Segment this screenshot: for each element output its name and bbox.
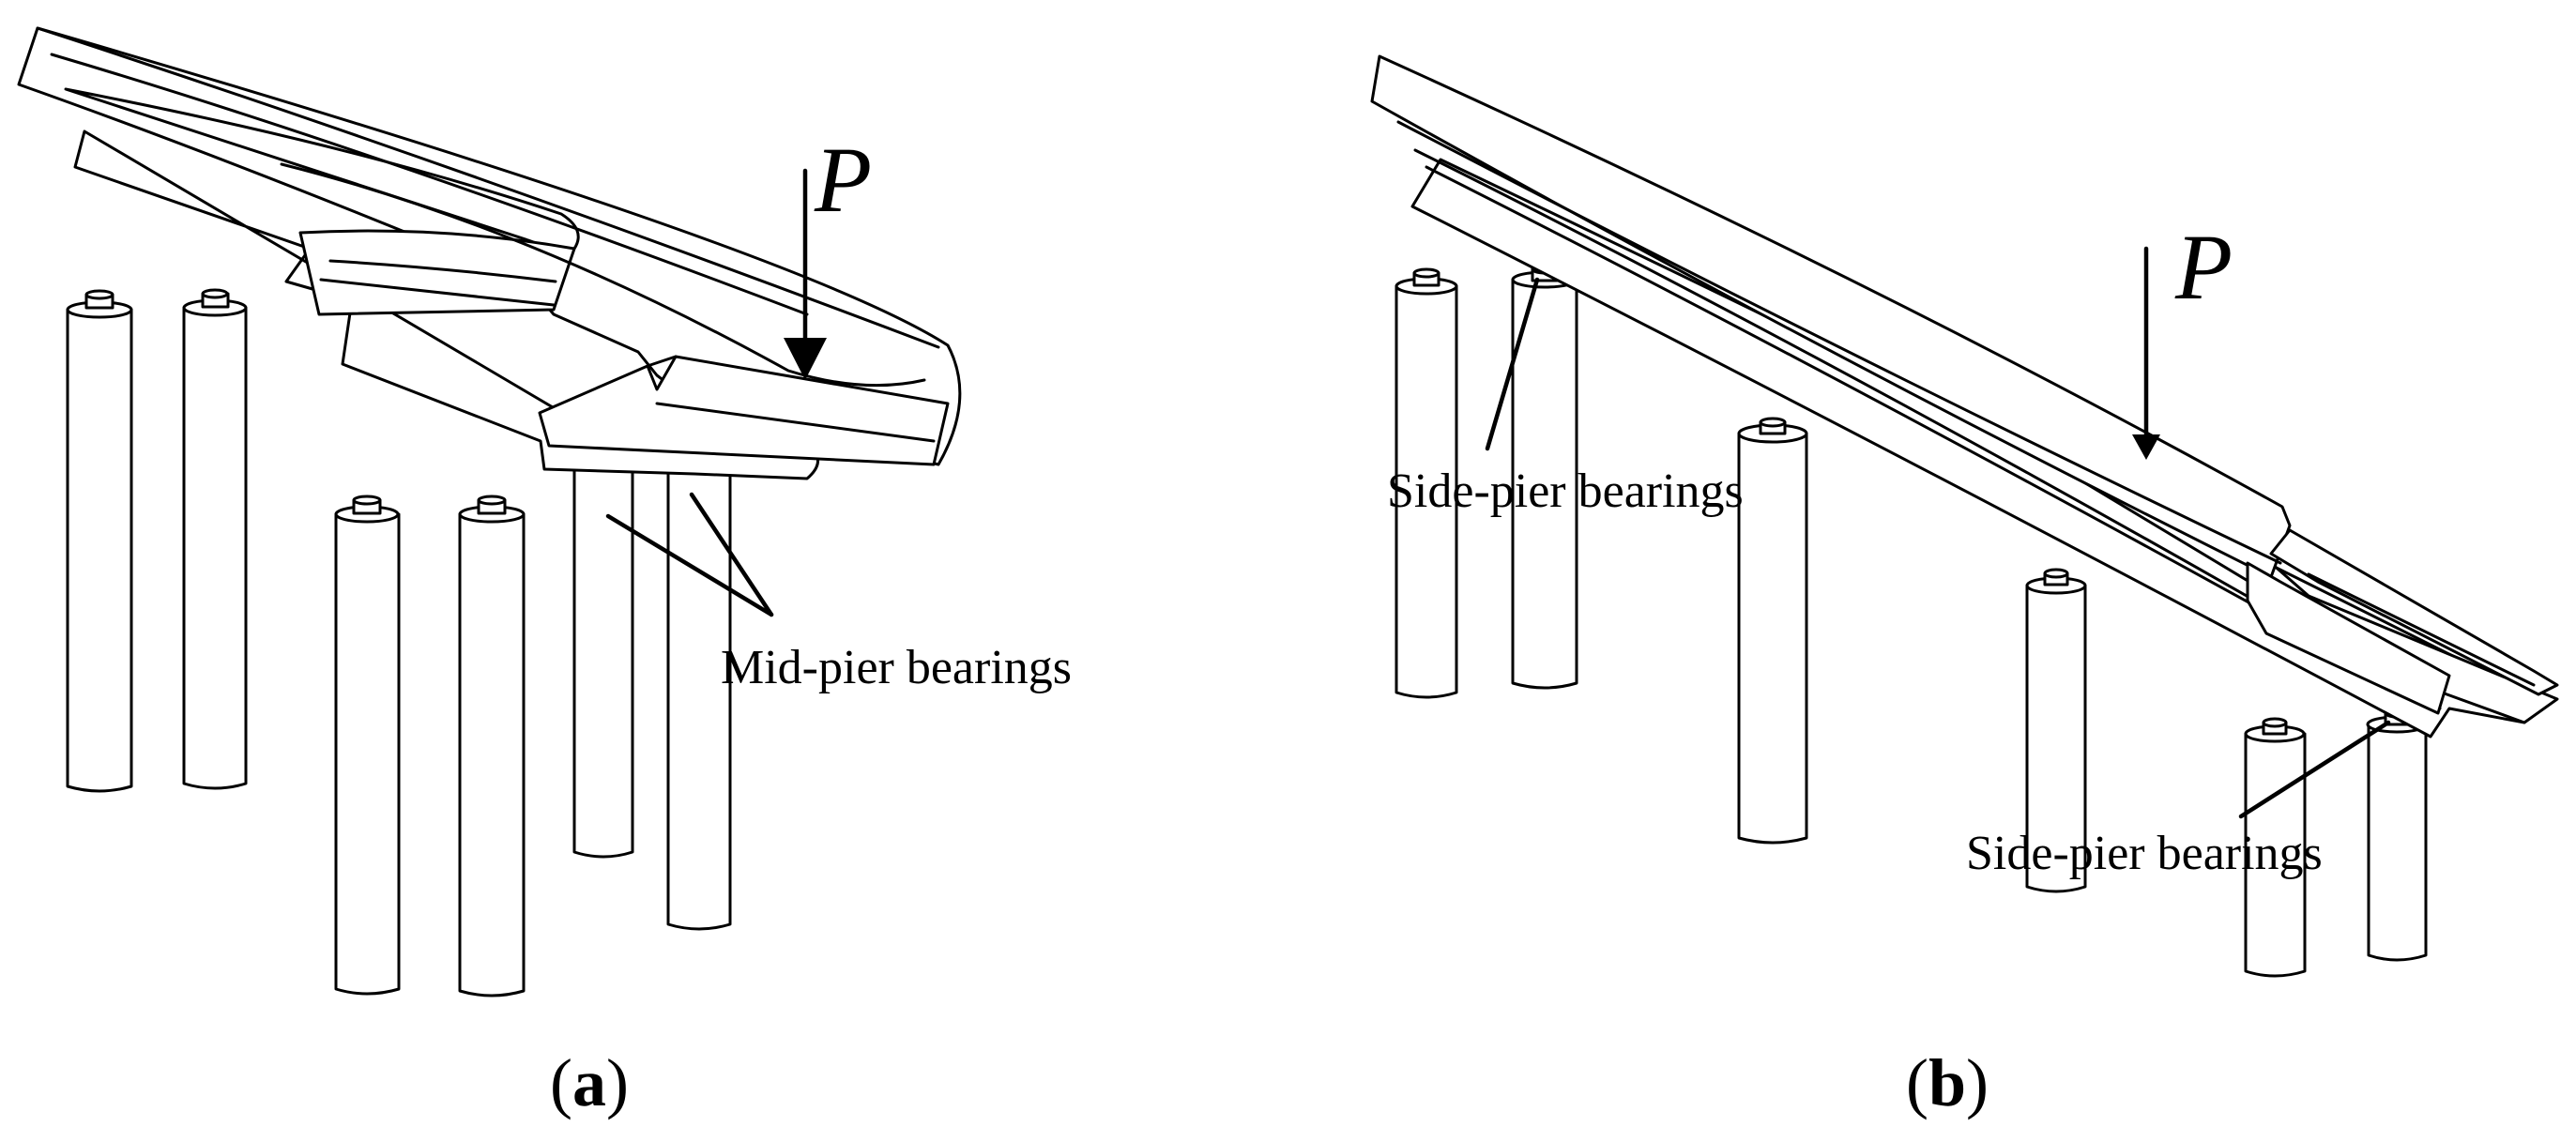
caption-a-close: ) [606, 1045, 629, 1120]
panel-a: P Mid-pier bearings (a) [17, 26, 1072, 1120]
caption-b: (b) [1906, 1045, 1989, 1120]
side-pier-bearings-label-top: Side-pier bearings [1387, 464, 1744, 518]
pier-b6 [2366, 708, 2428, 962]
pier-a4 [458, 495, 526, 997]
leader-mid-a2 [689, 492, 774, 617]
caption-a: (a) [550, 1045, 629, 1120]
girder-b [1370, 54, 2559, 738]
caption-a-letter: a [572, 1045, 606, 1120]
load-label-a: P [814, 128, 872, 232]
leader-side-b-bottom [2238, 720, 2391, 819]
pier-a6 [666, 458, 732, 931]
caption-b-close: ) [1966, 1045, 1989, 1120]
mid-pier-bearings-label: Mid-pier bearings [721, 641, 1072, 694]
pier-b3 [1737, 417, 1808, 845]
leader-mid-a1 [605, 513, 774, 617]
girder-a [17, 26, 962, 480]
pier-a5 [572, 453, 634, 859]
pier-a3 [334, 495, 401, 996]
load-label-b: P [2174, 215, 2233, 319]
caption-b-open: ( [1906, 1045, 1928, 1120]
pier-b4 [2025, 568, 2087, 893]
leader-side-b-top [1485, 277, 1540, 451]
pier-a2 [182, 288, 248, 790]
pier-a1 [66, 289, 133, 793]
pier-b5 [2244, 717, 2307, 978]
caption-a-open: ( [550, 1045, 572, 1120]
pier-b1 [1395, 267, 1458, 699]
panel-b: P Side-pier bearings Side-pier bearings … [1370, 54, 2559, 1120]
load-arrow-b [2132, 246, 2160, 460]
load-arrow-a [784, 168, 827, 380]
caption-b-letter: b [1928, 1045, 1966, 1120]
side-pier-bearings-label-bottom: Side-pier bearings [1966, 827, 2323, 880]
